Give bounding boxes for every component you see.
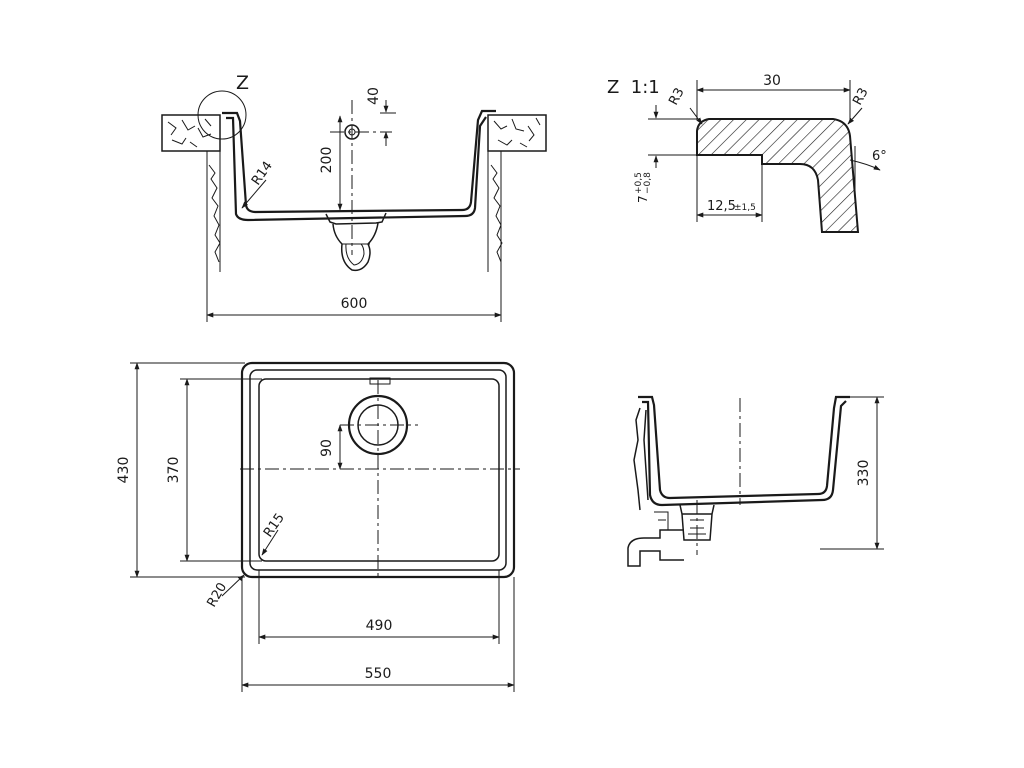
dim-height-7-tol-lower: −0,8 <box>643 172 653 194</box>
side-trap-pipe <box>627 529 684 567</box>
drain-trap <box>332 222 379 272</box>
plan-view: 90 430 370 R15 R20 490 550 <box>116 361 520 692</box>
detail-z-view: Z 1:1 30 R3 R3 6° 7 +0,5 −0,8 12,5 <box>607 73 887 233</box>
front-section-view: Z 40 200 R14 600 <box>161 72 547 322</box>
dim-overflow-40: 40 <box>366 87 382 105</box>
dim-height-7-tol-upper: +0,5 <box>634 172 644 194</box>
dim-inner-height-370: 370 <box>166 457 182 484</box>
dim-cutout-600: 600 <box>341 296 368 312</box>
dim-radius-r14: R14 <box>249 159 276 189</box>
dim-drain-offset-90: 90 <box>319 439 335 457</box>
dim-step-12-5: 12,5 <box>707 199 736 214</box>
countertop-right <box>487 114 547 272</box>
detail-z-circle <box>197 90 247 140</box>
side-section-view: 330 <box>627 395 884 567</box>
sink-outer-rim <box>240 361 516 579</box>
dim-side-height-330: 330 <box>856 460 872 487</box>
sink-basin-inner <box>258 378 500 562</box>
detail-z-title: Z 1:1 <box>607 77 660 98</box>
overflow-slot <box>369 377 391 385</box>
dim-inner-width-490: 490 <box>366 618 393 634</box>
dim-radius-r20: R20 <box>204 580 230 610</box>
side-overflow-pipe <box>633 407 649 511</box>
dim-outer-height-430: 430 <box>116 457 132 484</box>
dim-step-tol: ±1,5 <box>734 203 756 213</box>
countertop-left <box>161 114 221 272</box>
dim-radius-r15: R15 <box>261 511 288 541</box>
drain-strainer <box>325 212 387 225</box>
detail-z-marker: Z <box>236 72 249 94</box>
dim-lip-30: 30 <box>763 73 781 89</box>
dim-depth-200: 200 <box>319 147 335 174</box>
dim-height-7: 7 <box>636 195 650 203</box>
sink-body-inner <box>226 116 487 222</box>
dim-angle-6deg: 6° <box>872 149 887 164</box>
side-body-outer <box>638 395 850 500</box>
dim-radius-r3-left: R3 <box>666 86 687 108</box>
dim-radius-r3-right: R3 <box>850 86 871 108</box>
dim-outer-width-550: 550 <box>365 666 392 682</box>
side-body-inner <box>642 400 847 507</box>
